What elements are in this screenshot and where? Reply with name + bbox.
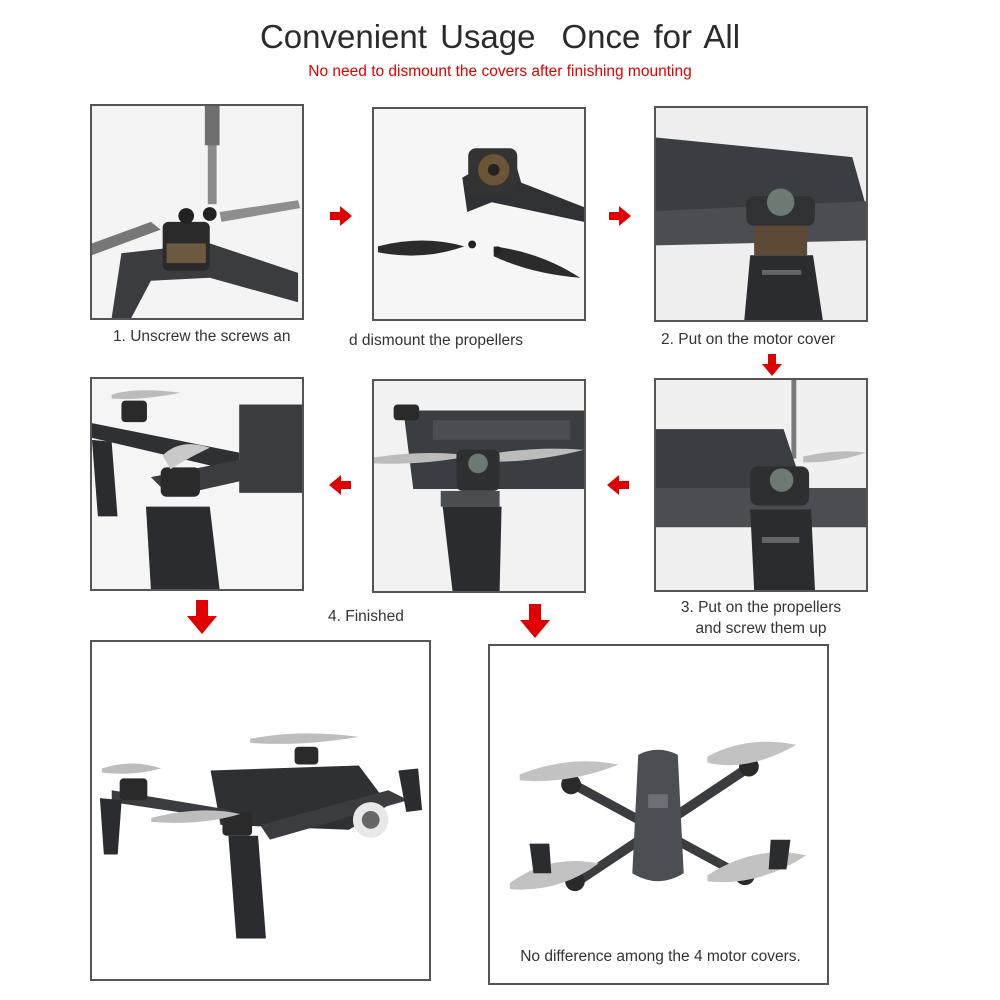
step2-caption: 2. Put on the motor cover <box>661 331 836 348</box>
motor-cover-mounted-illustration <box>656 108 866 320</box>
final-drone-side-photo <box>90 640 431 981</box>
step1-caption-a: 1. Unscrew the screws an <box>113 328 291 345</box>
footer-note: No difference among the 4 motor covers. <box>520 948 801 965</box>
arrow-left-2 <box>607 475 629 495</box>
motor-screwdriver-illustration <box>92 106 302 318</box>
arrow-right-1 <box>330 206 352 226</box>
step4-finished-photo <box>90 377 304 591</box>
step2-motor-cover-photo <box>654 106 868 322</box>
arrow-right-2 <box>609 206 631 226</box>
step3-caption: 3. Put on the propellers and screw them … <box>654 597 868 639</box>
arrow-left-1 <box>329 475 351 495</box>
finished-drone-closeup-illustration <box>92 379 302 589</box>
final-drone-top-photo: No difference among the 4 motor covers. <box>488 644 829 985</box>
arrow-down-1 <box>762 354 782 376</box>
title-part-1: Convenient Usage <box>259 18 536 55</box>
step4-caption: 4. Finished <box>328 608 404 625</box>
step3-caption-line2: and screw them up <box>695 620 827 637</box>
arrow-down-3 <box>520 604 550 638</box>
screw-propellers-illustration <box>656 380 866 590</box>
page-subtitle: No need to dismount the covers after fin… <box>308 63 692 80</box>
step3-assembled-photo <box>372 379 586 593</box>
assembled-arm-illustration <box>374 381 584 591</box>
step1-caption-b: d dismount the propellers <box>349 332 524 349</box>
step3-caption-line1: 3. Put on the propellers <box>680 599 842 616</box>
step1-unscrew-photo <box>90 104 304 320</box>
page-title: Convenient Usage Once for All <box>0 18 1000 56</box>
motor-and-propellers-illustration <box>374 109 584 319</box>
step1-propellers-removed-photo <box>372 107 586 321</box>
arrow-down-2 <box>187 600 217 634</box>
step3-screw-propellers-photo <box>654 378 868 592</box>
drone-side-view-illustration <box>92 642 429 979</box>
drone-top-view-illustration <box>490 646 827 983</box>
title-part-2: Once for All <box>561 18 741 55</box>
